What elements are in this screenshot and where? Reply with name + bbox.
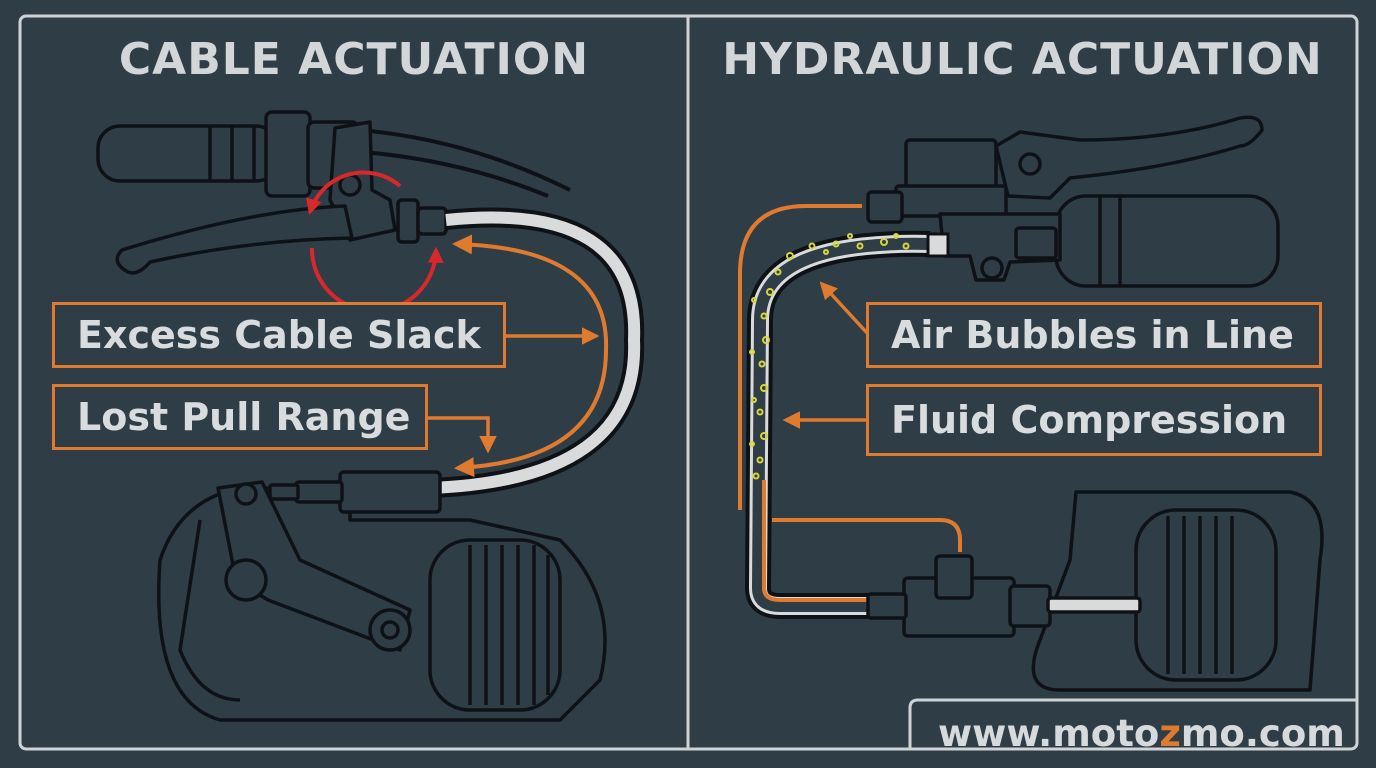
cable-lever xyxy=(115,120,448,275)
label-text: Fluid Compression xyxy=(891,398,1288,442)
label-text: Lost Pull Range xyxy=(77,395,411,439)
hydraulic-line xyxy=(744,230,950,619)
panel-frame xyxy=(18,14,1359,751)
air-bubbles xyxy=(749,233,910,480)
url-suffix: mo.com xyxy=(1180,712,1345,755)
cable-label-arrows xyxy=(428,327,600,454)
website-url: www.motozmo.com xyxy=(938,712,1345,755)
url-prefix: www.moto xyxy=(938,712,1160,755)
label-text: Excess Cable Slack xyxy=(77,313,481,357)
label-excess-cable-slack: Excess Cable Slack xyxy=(52,302,506,368)
hydraulic-master-cylinder xyxy=(866,115,1280,288)
cable-handlebar xyxy=(96,110,571,198)
clutch-cable xyxy=(429,207,645,498)
label-lost-pull-range: Lost Pull Range xyxy=(52,384,428,450)
url-accent: z xyxy=(1159,712,1181,755)
hydraulic-panel-title: HYDRAULIC ACTUATION xyxy=(722,34,1323,85)
cable-panel-title: CABLE ACTUATION xyxy=(118,34,590,85)
slack-arc-arrow xyxy=(452,234,609,478)
label-air-bubbles: Air Bubbles in Line xyxy=(866,302,1322,368)
label-text: Air Bubbles in Line xyxy=(891,313,1294,357)
hydraulic-label-arrows xyxy=(782,281,870,429)
cable-clutch-housing xyxy=(157,470,607,722)
hydraulic-routing-lines xyxy=(738,204,962,552)
hydraulic-slave-cylinder xyxy=(866,490,1324,692)
label-fluid-compression: Fluid Compression xyxy=(866,384,1322,456)
